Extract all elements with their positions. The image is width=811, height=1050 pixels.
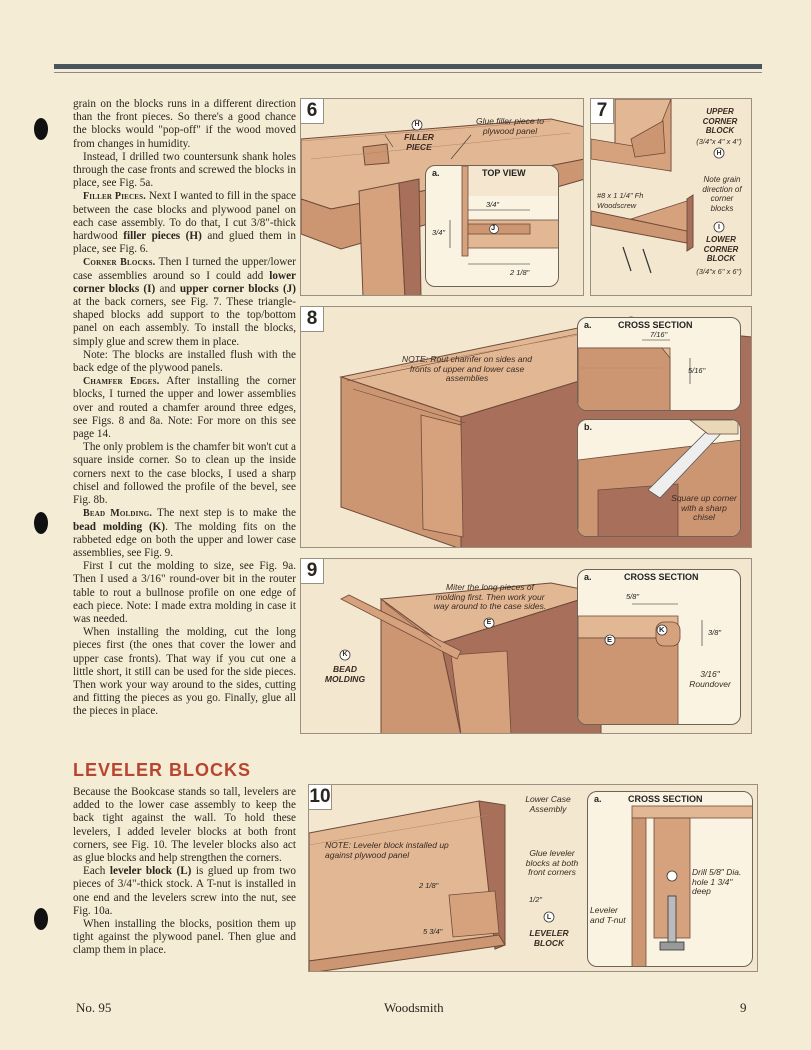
figure-8: 8 NOTE: Rout chamfer on sides and fronts… <box>300 306 752 548</box>
roundover-label: 3/16" Roundover <box>689 669 731 689</box>
cross-section-drawing <box>631 805 752 966</box>
part-letter: J <box>491 223 496 232</box>
figure-number: 8 <box>301 307 324 332</box>
upper-corner-block-label: UPPER CORNER BLOCK <box>702 107 738 135</box>
drill-note: Drill 5/8" Dia. hole 1 3/4" deep <box>692 867 742 896</box>
figure-number: 7 <box>591 99 614 124</box>
dimension: 5/16" <box>688 366 706 375</box>
figure-6-inset: a. TOP VIEW 3/4" 3/4" J 2 1/8" <box>425 165 559 287</box>
figure-number: 9 <box>301 559 324 584</box>
inset-title: CROSS SECTION <box>618 320 693 330</box>
inset-letter: a. <box>432 168 440 178</box>
figure-8b-inset: b. Square up corner with a sharp chisel <box>577 419 741 537</box>
chisel-drawing <box>578 420 740 536</box>
binder-hole <box>34 512 48 534</box>
tnut-label: Leveler and T-nut <box>590 905 626 925</box>
figure-number: 10 <box>309 785 332 810</box>
lower-case-label: Lower Case Assembly <box>525 794 571 814</box>
figure-note: NOTE: Leveler block installed up against… <box>325 840 449 860</box>
section-heading: LEVELER BLOCKS <box>73 760 252 780</box>
bead-molding-label: BEAD MOLDING <box>324 664 366 684</box>
part-letter: H <box>414 121 420 128</box>
figure-number: 6 <box>301 99 324 124</box>
paragraph: Filler Pieces. Next I wanted to fill in … <box>73 190 296 256</box>
figure-6: 6 H FILLER PIECE Glue filler piece to pl… <box>300 98 584 296</box>
figure-note: Square up corner with a sharp chisel <box>671 493 737 522</box>
article-column-2: Because the Bookcase stands so tall, lev… <box>73 786 296 958</box>
part-letter: K <box>659 625 665 634</box>
paragraph: Note: The blocks are installed flush wit… <box>73 348 296 375</box>
article-column: grain on the blocks runs in a different … <box>73 98 296 719</box>
paragraph: Instead, I drilled two countersunk shank… <box>73 150 296 190</box>
figure-10a-inset: a. CROSS SECTION Drill 5/8" Dia. hole 1 … <box>587 791 753 967</box>
inset-letter: a. <box>584 572 592 582</box>
screw-label: #8 x 1 1/4" Fh Woodscrew <box>597 191 644 210</box>
paragraph: Because the Bookcase stands so tall, lev… <box>73 786 296 865</box>
part-letter: L <box>546 914 552 921</box>
inset-title: CROSS SECTION <box>628 794 703 804</box>
part-letter: I <box>718 224 720 231</box>
figure-9a-inset: a. CROSS SECTION 5/8" E K 3/8" 3/16" Rou… <box>577 569 741 725</box>
binder-hole <box>34 908 48 930</box>
dimension: (3/4"x 4" x 4") <box>696 137 742 146</box>
dimension: 1/2" <box>529 895 543 904</box>
paragraph: Corner Blocks. Then I turned the upper/l… <box>73 256 296 348</box>
inset-letter: b. <box>584 422 592 432</box>
dimension: 5 3/4" <box>423 927 443 936</box>
dimension: 2 1/8" <box>419 881 439 890</box>
header-rule-thin <box>54 72 762 73</box>
inset-letter: a. <box>594 794 602 804</box>
inset-letter: a. <box>584 320 592 330</box>
dimension: (3/4"x 6" x 6") <box>696 267 742 276</box>
dimension: 3/4" <box>432 228 446 237</box>
paragraph: grain on the blocks runs in a different … <box>73 98 296 150</box>
paragraph: First I cut the molding to size, see Fig… <box>73 560 296 625</box>
part-letter: E <box>486 619 492 626</box>
figure-7-drawing <box>591 99 725 274</box>
cross-section-drawing <box>578 339 691 410</box>
inset-title: CROSS SECTION <box>624 572 699 582</box>
header-rule <box>54 64 762 69</box>
magazine-name: Woodsmith <box>384 1000 444 1015</box>
part-letter: E <box>607 635 613 644</box>
paragraph: When installing the molding, cut the lon… <box>73 626 296 718</box>
figure-note: Glue filler piece to plywood panel <box>475 116 545 136</box>
figure-8a-inset: a. CROSS SECTION 7/16" 5/16" <box>577 317 741 411</box>
figure-10: 10 NOTE: Leveler block installed up agai… <box>308 784 758 972</box>
inset-title: TOP VIEW <box>482 168 526 178</box>
grain-note: Note grain direction of corner blocks <box>702 175 742 213</box>
issue-number: No. 95 <box>76 1000 112 1015</box>
lower-corner-block-label: LOWER CORNER BLOCK <box>703 235 739 263</box>
dimension: 7/16" <box>650 330 668 339</box>
page-number: 9 <box>740 1000 747 1015</box>
figure-7: 7 UPPER CORNER BLOCK (3/4"x 4" x 4") H N… <box>590 98 752 296</box>
dimension: 5/8" <box>626 592 640 601</box>
figure-9-drawing <box>339 582 602 733</box>
figure-10-drawing <box>309 800 555 971</box>
part-letter: H <box>716 150 722 157</box>
paragraph: Chamfer Edges. After installing the corn… <box>73 375 296 441</box>
dimension: 3/8" <box>708 628 722 637</box>
top-view-drawing <box>449 166 558 265</box>
figure-9: 9 Miter the long pieces of molding first… <box>300 558 752 734</box>
paragraph: Each leveler block (L) is glued up from … <box>73 865 296 917</box>
cross-section-drawing <box>578 603 703 724</box>
dimension: 2 1/8" <box>510 268 530 277</box>
figure-note: Miter the long pieces of molding first. … <box>433 582 547 611</box>
paragraph: When installing the blocks, position the… <box>73 918 296 957</box>
leveler-block-label: LEVELER BLOCK <box>529 928 569 948</box>
paragraph: Bead Molding. The next step is to make t… <box>73 507 296 559</box>
part-letter: K <box>342 651 348 658</box>
binder-hole <box>34 118 48 140</box>
figure-note: NOTE: Rout chamfer on sides and fronts o… <box>402 354 532 383</box>
paragraph: The only problem is the chamfer bit won'… <box>73 441 296 507</box>
filler-piece-label: FILLER PIECE <box>404 132 434 152</box>
glue-note: Glue leveler blocks at both front corner… <box>525 848 579 877</box>
dimension: 3/4" <box>486 200 500 209</box>
